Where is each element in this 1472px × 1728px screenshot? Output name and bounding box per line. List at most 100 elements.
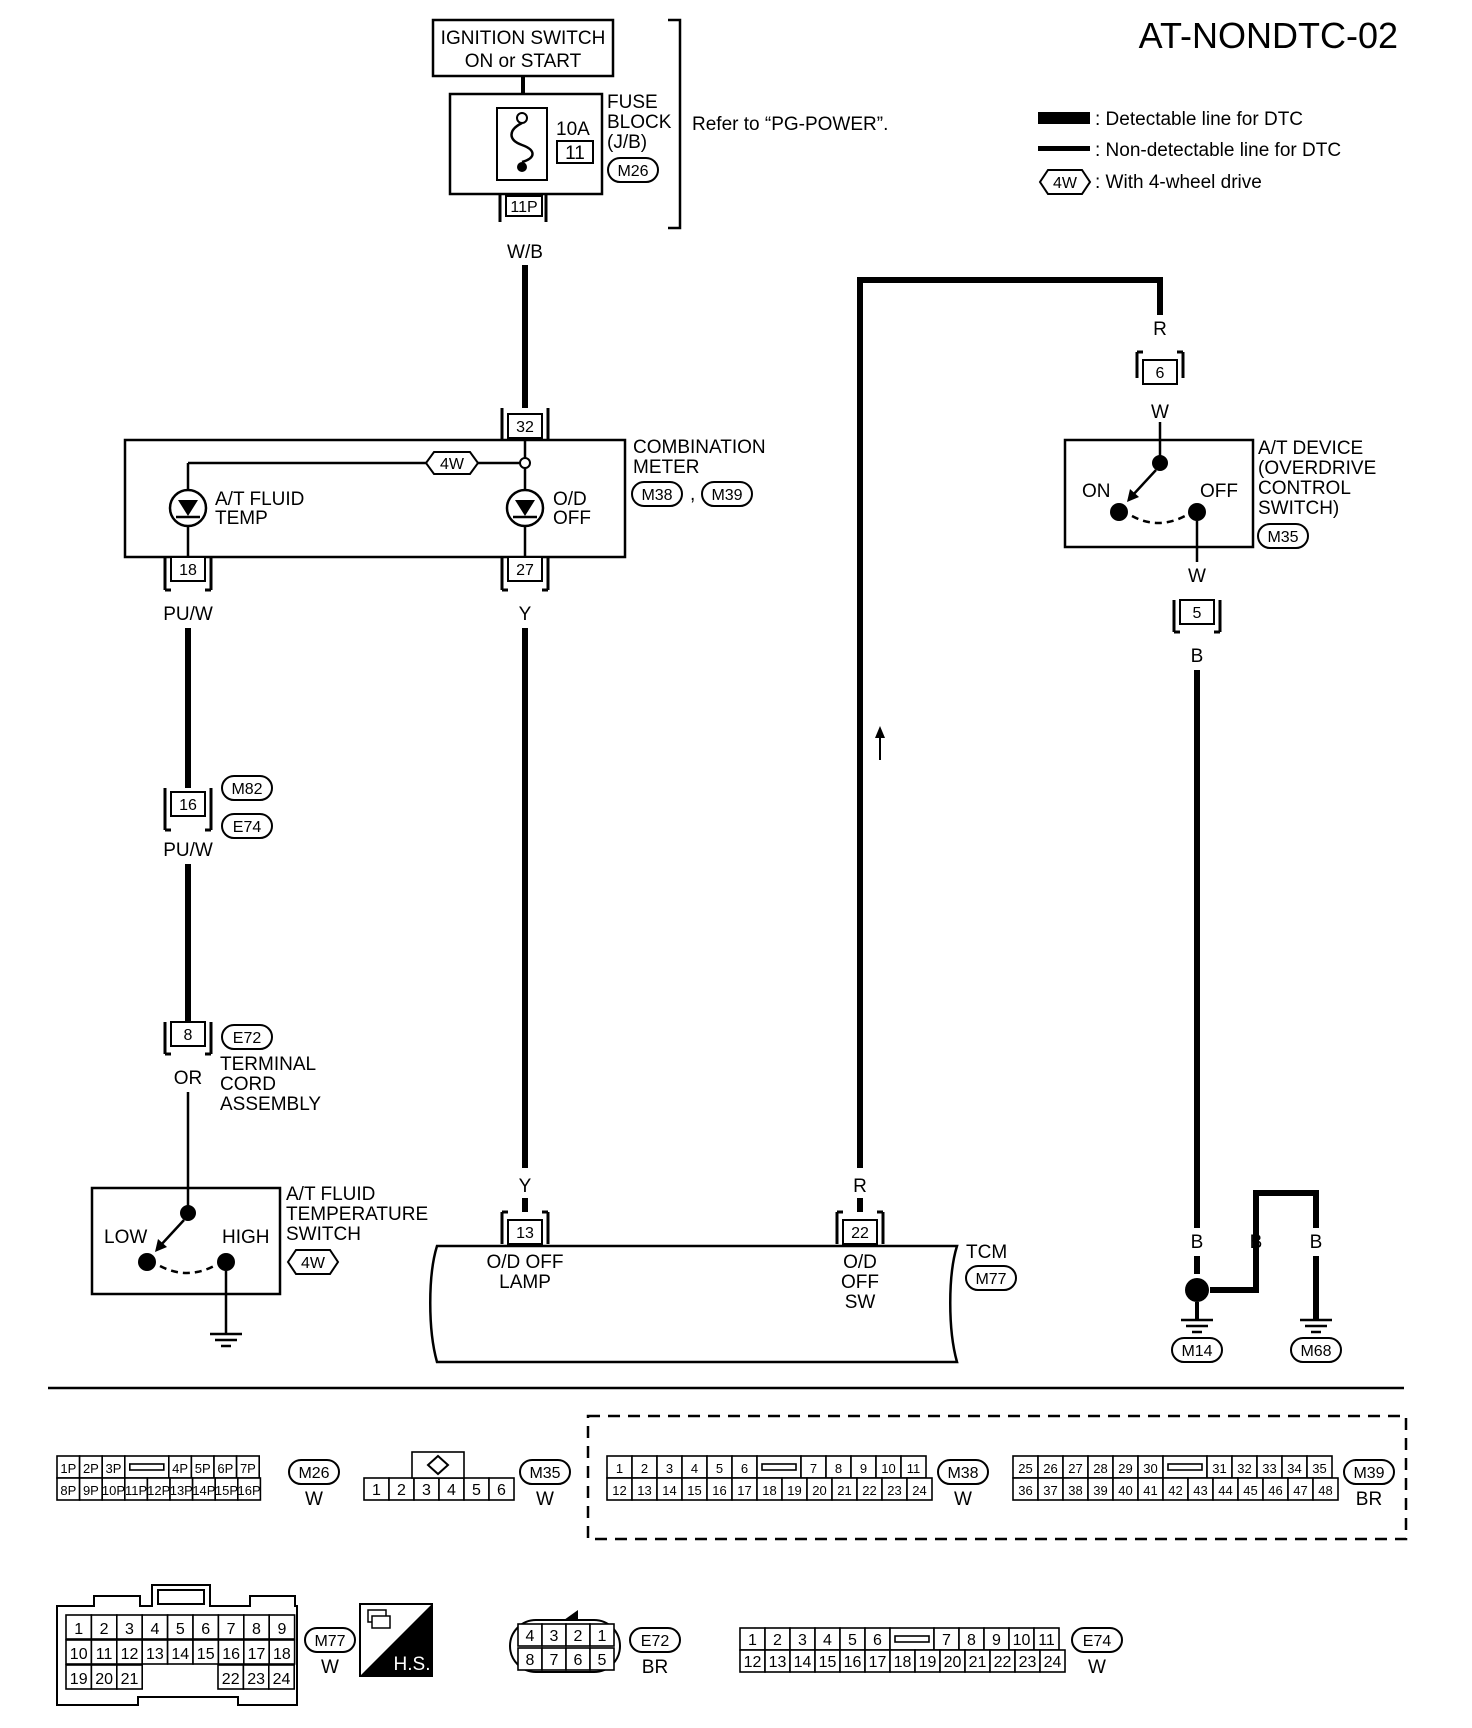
meter-label-1: COMBINATION	[633, 437, 766, 458]
connector-pin-E74-4: 4	[823, 1632, 832, 1649]
connector-pin-M77-11: 11	[96, 1646, 113, 1663]
terminal-cord-label-3: ASSEMBLY	[220, 1094, 321, 1115]
connector-pin-M26-11P: 11P	[125, 1483, 147, 1498]
connector-pin-M38-5: 5	[716, 1461, 723, 1476]
lamp1-label-2: TEMP	[215, 508, 268, 529]
connector-pin-M77-15: 15	[197, 1646, 215, 1663]
connector-pin-M77-22: 22	[222, 1671, 240, 1688]
connector-6: 6	[1135, 350, 1185, 385]
connector-pin-M35-2: 2	[397, 1482, 406, 1499]
wire-color-r-bottom: R	[853, 1176, 867, 1197]
connector-pin-M77-1: 1	[74, 1621, 83, 1638]
tcm: O/D OFF LAMP O/D OFF SW	[429, 1244, 959, 1364]
connector-pin-M38-23: 23	[887, 1483, 901, 1498]
fluid-switch-4w-hexagon	[286, 1249, 340, 1275]
connector-pin-M77-4: 4	[150, 1621, 159, 1638]
connector-pin-M35-6: 6	[497, 1482, 506, 1499]
ground-m68: M68	[1300, 1343, 1331, 1360]
at-device-label-3: CONTROL	[1258, 478, 1351, 499]
lamp2-label-2: OFF	[553, 508, 591, 529]
connector-pin-M35-3: 3	[422, 1482, 431, 1499]
fuse-amp: 10A	[556, 119, 590, 140]
connector-pin-M38-15: 15	[687, 1483, 701, 1498]
connector-pin-E74-14: 14	[794, 1654, 812, 1671]
meter-label-2: METER	[633, 457, 700, 478]
wire-color-wb: W/B	[507, 242, 543, 263]
hs-badge-text: H.S.	[394, 1654, 431, 1675]
connector-label-m35-id: M35	[529, 1465, 560, 1482]
connector-pin-M39-36: 36	[1018, 1483, 1032, 1498]
tcm-term13-1: O/D OFF	[486, 1252, 563, 1273]
wire-color-y-2: Y	[519, 1176, 532, 1197]
fluid-switch-4w-text: 4W	[301, 1255, 326, 1272]
wire-color-y-1: Y	[519, 604, 532, 625]
connector-pin-M39-26: 26	[1043, 1461, 1057, 1476]
connector-22: 22	[835, 1210, 885, 1245]
joint-pin-16: 16	[179, 797, 197, 814]
connector-pin-M77-18: 18	[273, 1646, 291, 1663]
connector-pin-M38-2: 2	[641, 1461, 648, 1476]
fuse-block-connector: M26	[617, 163, 648, 180]
at-device-pin-6: 6	[1156, 365, 1165, 382]
connector-pin-M39-47: 47	[1293, 1483, 1307, 1498]
connector-pin-E74-5: 5	[848, 1632, 857, 1649]
connector-pin-M26-12P: 12P	[147, 1483, 170, 1498]
ground-icon-m14	[1181, 1318, 1213, 1334]
connector-label-m39-color: BR	[1356, 1489, 1382, 1510]
connector-pin-M38-4: 4	[691, 1461, 698, 1476]
legend-thin-line	[1038, 146, 1090, 151]
meter-pin-32: 32	[516, 419, 534, 436]
connector-pin-M77-14: 14	[171, 1646, 189, 1663]
connector-pin-M39-27: 27	[1068, 1461, 1082, 1476]
connector-pin-M26-16P: 16P	[238, 1483, 261, 1498]
connector-pin-M39-38: 38	[1068, 1483, 1082, 1498]
legend-text-detectable: : Detectable line for DTC	[1095, 109, 1303, 130]
connector-13: 13	[500, 1210, 550, 1245]
wire-color-b-3: B	[1310, 1232, 1323, 1253]
legend-text-4w: : With 4-wheel drive	[1095, 172, 1262, 193]
terminal-cord-connector: E72	[233, 1030, 262, 1047]
joint-connector-m82: M82	[231, 781, 262, 798]
connector-pin-E74-19: 19	[919, 1654, 937, 1671]
tcm-pin-22: 22	[851, 1225, 869, 1242]
connector-pin-M38-10: 10	[881, 1461, 895, 1476]
connector-pin-M38-20: 20	[812, 1483, 826, 1498]
lamp2-label-1: O/D	[553, 489, 587, 510]
connector-pin-E74-8: 8	[967, 1632, 976, 1649]
ground-icon-m68	[1300, 1318, 1332, 1334]
connector-pin-M39-45: 45	[1243, 1483, 1257, 1498]
connector-pin-E74-12: 12	[744, 1654, 762, 1671]
connector-pin-E74-20: 20	[944, 1654, 962, 1671]
connector-pin-E72-8: 8	[526, 1652, 535, 1669]
connector-pin-M77-16: 16	[222, 1646, 240, 1663]
terminal-cord-label-2: CORD	[220, 1074, 276, 1095]
connector-label-m39-id: M39	[1353, 1465, 1384, 1482]
connector-pin-M26-6P: 6P	[217, 1461, 233, 1476]
connector-pin-M38-12: 12	[612, 1483, 626, 1498]
connector-pin-M38-1: 1	[616, 1461, 623, 1476]
connector-pin-M77-6: 6	[201, 1621, 210, 1638]
ground-splice-dot	[1185, 1278, 1209, 1302]
connector-pin-M38-13: 13	[637, 1483, 651, 1498]
connector-pin-E74-9: 9	[992, 1632, 1001, 1649]
connector-pin-M39-28: 28	[1093, 1461, 1107, 1476]
connector-pin-E74-1: 1	[748, 1632, 757, 1649]
terminal-cord-label-1: TERMINAL	[220, 1054, 316, 1075]
connector-pin-M77-5: 5	[176, 1621, 185, 1638]
tcm-term22-1: O/D	[843, 1252, 877, 1273]
connector-pin-M77-8: 8	[252, 1621, 261, 1638]
connector-pin-M38-22: 22	[862, 1483, 876, 1498]
fuse-number: 11	[565, 143, 585, 164]
connector-pin-E74-17: 17	[869, 1654, 887, 1671]
tcm-term13-2: LAMP	[499, 1272, 551, 1293]
connector-pin-M26-4P: 4P	[172, 1461, 188, 1476]
connector-pin-E74-15: 15	[819, 1654, 837, 1671]
connector-pin-M39-37: 37	[1043, 1483, 1057, 1498]
fuse-block-label-1: FUSE	[607, 92, 658, 113]
connector-pin-M38-17: 17	[737, 1483, 751, 1498]
